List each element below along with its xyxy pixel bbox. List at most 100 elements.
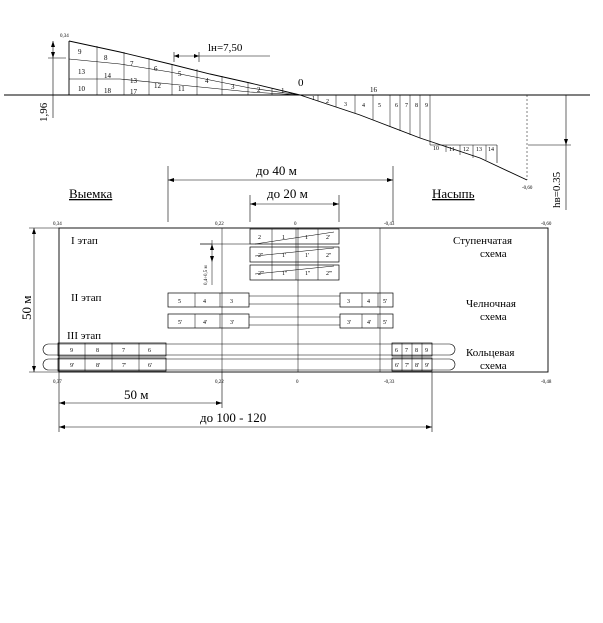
cut-cell-label: 2 <box>257 86 261 94</box>
plan-top-mark: -0,43 <box>384 222 395 227</box>
fill-label: Насыпь <box>432 186 475 201</box>
cut-cell-label: 13 <box>130 77 138 85</box>
shuttle-cell: 3' <box>230 320 234 326</box>
cut-cell-label: 17 <box>130 88 138 96</box>
stepped-cell: 1' <box>282 253 286 259</box>
ring-cell: 9 <box>70 348 73 354</box>
fill-cell-label: 7 <box>405 103 408 109</box>
zero-label: 0 <box>298 77 304 89</box>
stepped-cell: 1'' <box>282 271 287 277</box>
ring-cell: 7' <box>122 363 126 369</box>
fill-cell-label: 13 <box>476 147 482 153</box>
cut-cell-label: 13 <box>78 68 86 76</box>
stage-3-label: III этап <box>67 330 101 342</box>
ring-cell: 8 <box>96 348 99 354</box>
top-dimensions: до 40 м до 20 м Выемка Насыпь <box>69 163 475 222</box>
ring-cell: 7' <box>405 363 409 369</box>
ring-cell: 7 <box>122 348 125 354</box>
scheme-3-line1: Кольцевая <box>466 347 514 359</box>
shuttle-cell: 4' <box>203 320 207 326</box>
fill-cell-label: 2 <box>326 99 329 105</box>
ring-cell: 8' <box>96 363 100 369</box>
mark-bottom-right: -0,60 <box>522 186 533 191</box>
shuttle-cell: 4 <box>203 299 206 305</box>
cut-label: Выемка <box>69 186 113 201</box>
plan-top-mark: 0 <box>294 222 297 227</box>
shuttle-cell: 4 <box>367 299 370 305</box>
plan-frame <box>58 227 549 373</box>
stepped-cell: 2'' <box>326 253 331 259</box>
stepped-cell: 1' <box>305 253 309 259</box>
shuttle-cell: 3 <box>347 299 350 305</box>
h-right-label: hв=0.35 <box>551 171 563 208</box>
fill-cell-label: 11 <box>449 147 455 153</box>
plan-bottom-mark: -0,48 <box>541 380 552 385</box>
ring-cell: 8 <box>415 348 418 354</box>
dist-20-label: до 20 м <box>267 186 308 201</box>
h-left-label: 1,96 <box>38 102 50 122</box>
range-label: 0,4÷0,5 м <box>204 265 209 285</box>
dist-100-label: до 100 - 120 <box>200 410 266 425</box>
ring-cell: 9' <box>70 363 74 369</box>
cut-cell-label: 7 <box>130 60 134 68</box>
dist-50-label: 50 м <box>124 387 148 402</box>
plan-bottom-mark: 0,22 <box>215 380 224 385</box>
stepped-cell: 1 <box>305 235 308 241</box>
stepped-cell: 1 <box>282 235 285 241</box>
scheme-1-line2: схема <box>480 248 507 260</box>
stepped-cell: 1'' <box>305 271 310 277</box>
mark-top-left: 0,34 <box>60 34 69 39</box>
fill-cell-label: 4 <box>362 103 365 109</box>
stepped-cell: 2''' <box>258 271 264 277</box>
shuttle-cell: 4' <box>367 320 371 326</box>
shuttle-cell: 3' <box>347 320 351 326</box>
cut-cell-label: 4 <box>205 77 209 85</box>
stepped-cell: 2 <box>258 235 261 241</box>
fill-cell-label: 6 <box>395 103 398 109</box>
plan-top-mark: 0,34 <box>53 222 62 227</box>
fill-cell-label: 8 <box>415 103 418 109</box>
ring-cell: 6 <box>395 348 398 354</box>
shuttle-cell: 5' <box>383 320 387 326</box>
cut-cell-label: 12 <box>154 82 162 90</box>
scheme-2-line2: схема <box>480 311 507 323</box>
fill-cell-label: 3 <box>344 102 347 108</box>
cut-cell-label: 10 <box>78 85 86 93</box>
stepped-cell: 2' <box>326 235 330 241</box>
shuttle-cell: 5 <box>178 299 181 305</box>
cut-cell-label: 18 <box>104 87 112 95</box>
plan-top-mark: 0,22 <box>215 222 224 227</box>
shuttle-cell: 5' <box>383 299 387 305</box>
cut-cell-label: 6 <box>154 65 158 73</box>
width-50-label: 50 м <box>19 296 34 320</box>
scheme-1-line1: Ступенчатая <box>453 235 512 247</box>
shuttle-cell: 3 <box>230 299 233 305</box>
cut-cell-label: 9 <box>78 48 82 56</box>
plan-bottom-mark: 0 <box>296 380 299 385</box>
fill-bottom-line <box>299 94 528 181</box>
scheme-3-line2: схема <box>480 360 507 372</box>
cut-cell-label: 3 <box>231 83 235 91</box>
ring-cell: 6' <box>395 363 399 369</box>
fill-cell-label: 10 <box>433 146 439 152</box>
cut-cell-label: 11 <box>178 85 185 93</box>
ring-cell: 6' <box>148 363 152 369</box>
ring-cell: 7 <box>405 348 408 354</box>
fill-cell-label: 1 <box>312 96 315 102</box>
cut-cell-label: 16 <box>370 86 378 94</box>
fill-cell-label: 9 <box>425 103 428 109</box>
cut-top-line <box>68 40 301 96</box>
stage-2-label: II этап <box>71 292 101 304</box>
